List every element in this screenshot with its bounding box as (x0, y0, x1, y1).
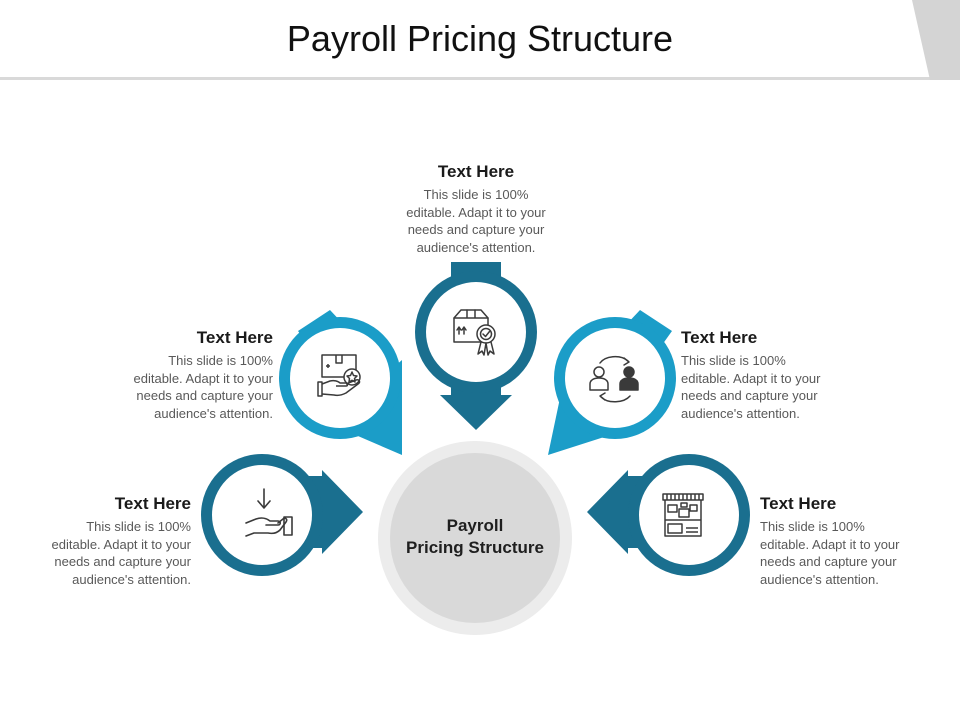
node-5-arrow (587, 470, 628, 554)
text-block-4-line: editable. Adapt it to your (681, 370, 821, 386)
text-block-1-heading: Text Here (114, 494, 191, 513)
node-1 (201, 454, 363, 576)
user-exchange-icon (589, 355, 639, 403)
title-bar: Payroll Pricing Structure (0, 0, 960, 80)
text-block-5-body: This slide is 100% editable. Adapt it to… (760, 518, 920, 588)
text-block-2-line: needs and capture your (136, 388, 273, 403)
text-block-5-line: needs and capture your (760, 554, 897, 569)
text-block-3-line: needs and capture your (407, 222, 545, 237)
text-block-4-heading: Text Here (681, 328, 758, 347)
text-block-3: Text Here This slide is 100% editable. A… (396, 162, 556, 256)
node-5 (587, 454, 750, 576)
text-block-2-line: audience's attention. (154, 405, 273, 421)
text-block-2-line: This slide is 100% (168, 353, 273, 368)
text-block-1-line: This slide is 100% (86, 519, 191, 534)
text-block-3-line: This slide is 100% (423, 187, 529, 202)
text-block-4-line: audience's attention. (681, 405, 800, 421)
node-3-inner (426, 282, 526, 382)
text-block-1-line: editable. Adapt it to your (51, 536, 191, 552)
text-block-4-body: This slide is 100% editable. Adapt it to… (681, 352, 841, 422)
package-badge-icon (453, 309, 496, 356)
text-block-5-line: editable. Adapt it to your (760, 536, 900, 552)
text-block-4-line: needs and capture your (681, 388, 818, 403)
center-label-line-1: Payroll (446, 516, 504, 535)
box-hand-star-icon (317, 354, 361, 397)
text-block-2: Text Here This slide is 100% editable. A… (113, 328, 273, 422)
text-block-3-line: audience's attention. (416, 239, 536, 255)
title-corner-decoration (930, 0, 960, 80)
text-block-3-body: This slide is 100% editable. Adapt it to… (396, 186, 556, 256)
text-block-5-heading: Text Here (760, 494, 837, 513)
text-block-3-heading: Text Here (437, 162, 515, 181)
node-4 (548, 310, 676, 455)
text-block-4-line: This slide is 100% (681, 353, 786, 368)
node-4-inner (565, 328, 665, 428)
node-1-inner (212, 465, 312, 565)
node-2 (279, 310, 402, 455)
center-label: Payroll Pricing Structure (393, 515, 557, 559)
text-block-1-body: This slide is 100% editable. Adapt it to… (31, 518, 191, 588)
node-1-arrow (322, 470, 363, 554)
center-label-line-2: Pricing Structure (406, 538, 544, 557)
shop-storefront-icon (662, 493, 704, 537)
text-block-1: Text Here This slide is 100% editable. A… (31, 494, 191, 588)
text-block-5-line: This slide is 100% (760, 519, 865, 534)
text-block-2-heading: Text Here (196, 328, 273, 347)
text-block-4: Text Here This slide is 100% editable. A… (681, 328, 841, 422)
text-block-5: Text Here This slide is 100% editable. A… (760, 494, 920, 588)
node-3-arrow (440, 395, 512, 430)
text-block-2-line: editable. Adapt it to your (133, 370, 273, 386)
text-block-1-line: needs and capture your (54, 554, 191, 569)
title-corner-slant (912, 0, 930, 80)
text-block-3-line: editable. Adapt it to your (406, 204, 546, 220)
hand-receive-arrow-icon (245, 488, 293, 537)
title-divider (0, 77, 960, 80)
node-3 (415, 262, 537, 430)
text-block-5-line: audience's attention. (760, 571, 879, 587)
text-block-1-line: audience's attention. (72, 571, 191, 587)
node-2-inner (290, 328, 390, 428)
page-title: Payroll Pricing Structure (286, 18, 674, 59)
text-block-2-body: This slide is 100% editable. Adapt it to… (113, 352, 273, 422)
center-circle (390, 453, 560, 623)
